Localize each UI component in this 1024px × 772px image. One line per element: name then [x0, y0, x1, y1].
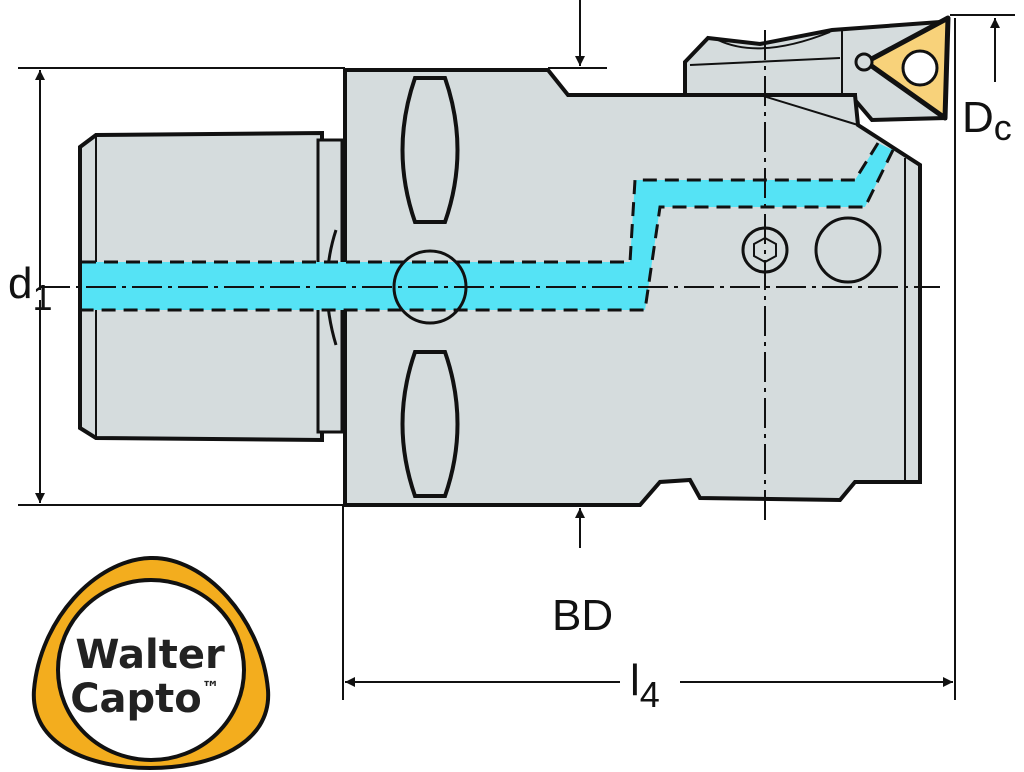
drive-slot-top [400, 76, 460, 224]
dimension-lines [18, 0, 1015, 700]
label-d1: d1 [8, 259, 53, 318]
insert-pin [854, 52, 874, 72]
logo-text-capto: Capto™ [70, 676, 220, 722]
drive-slot-bottom [400, 350, 460, 498]
body-edge-top [759, 94, 859, 126]
label-dc: Dc [962, 93, 1012, 148]
insert-hole [901, 49, 939, 87]
label-bd: BD [552, 591, 613, 640]
walter-capto-logo: Walter Capto™ [31, 555, 271, 771]
label-l4: l4 [630, 656, 660, 715]
logo-text-walter: Walter [75, 632, 225, 678]
holder-detail [689, 30, 843, 95]
adjust-hole [814, 216, 882, 284]
coolant-channel [82, 143, 893, 310]
